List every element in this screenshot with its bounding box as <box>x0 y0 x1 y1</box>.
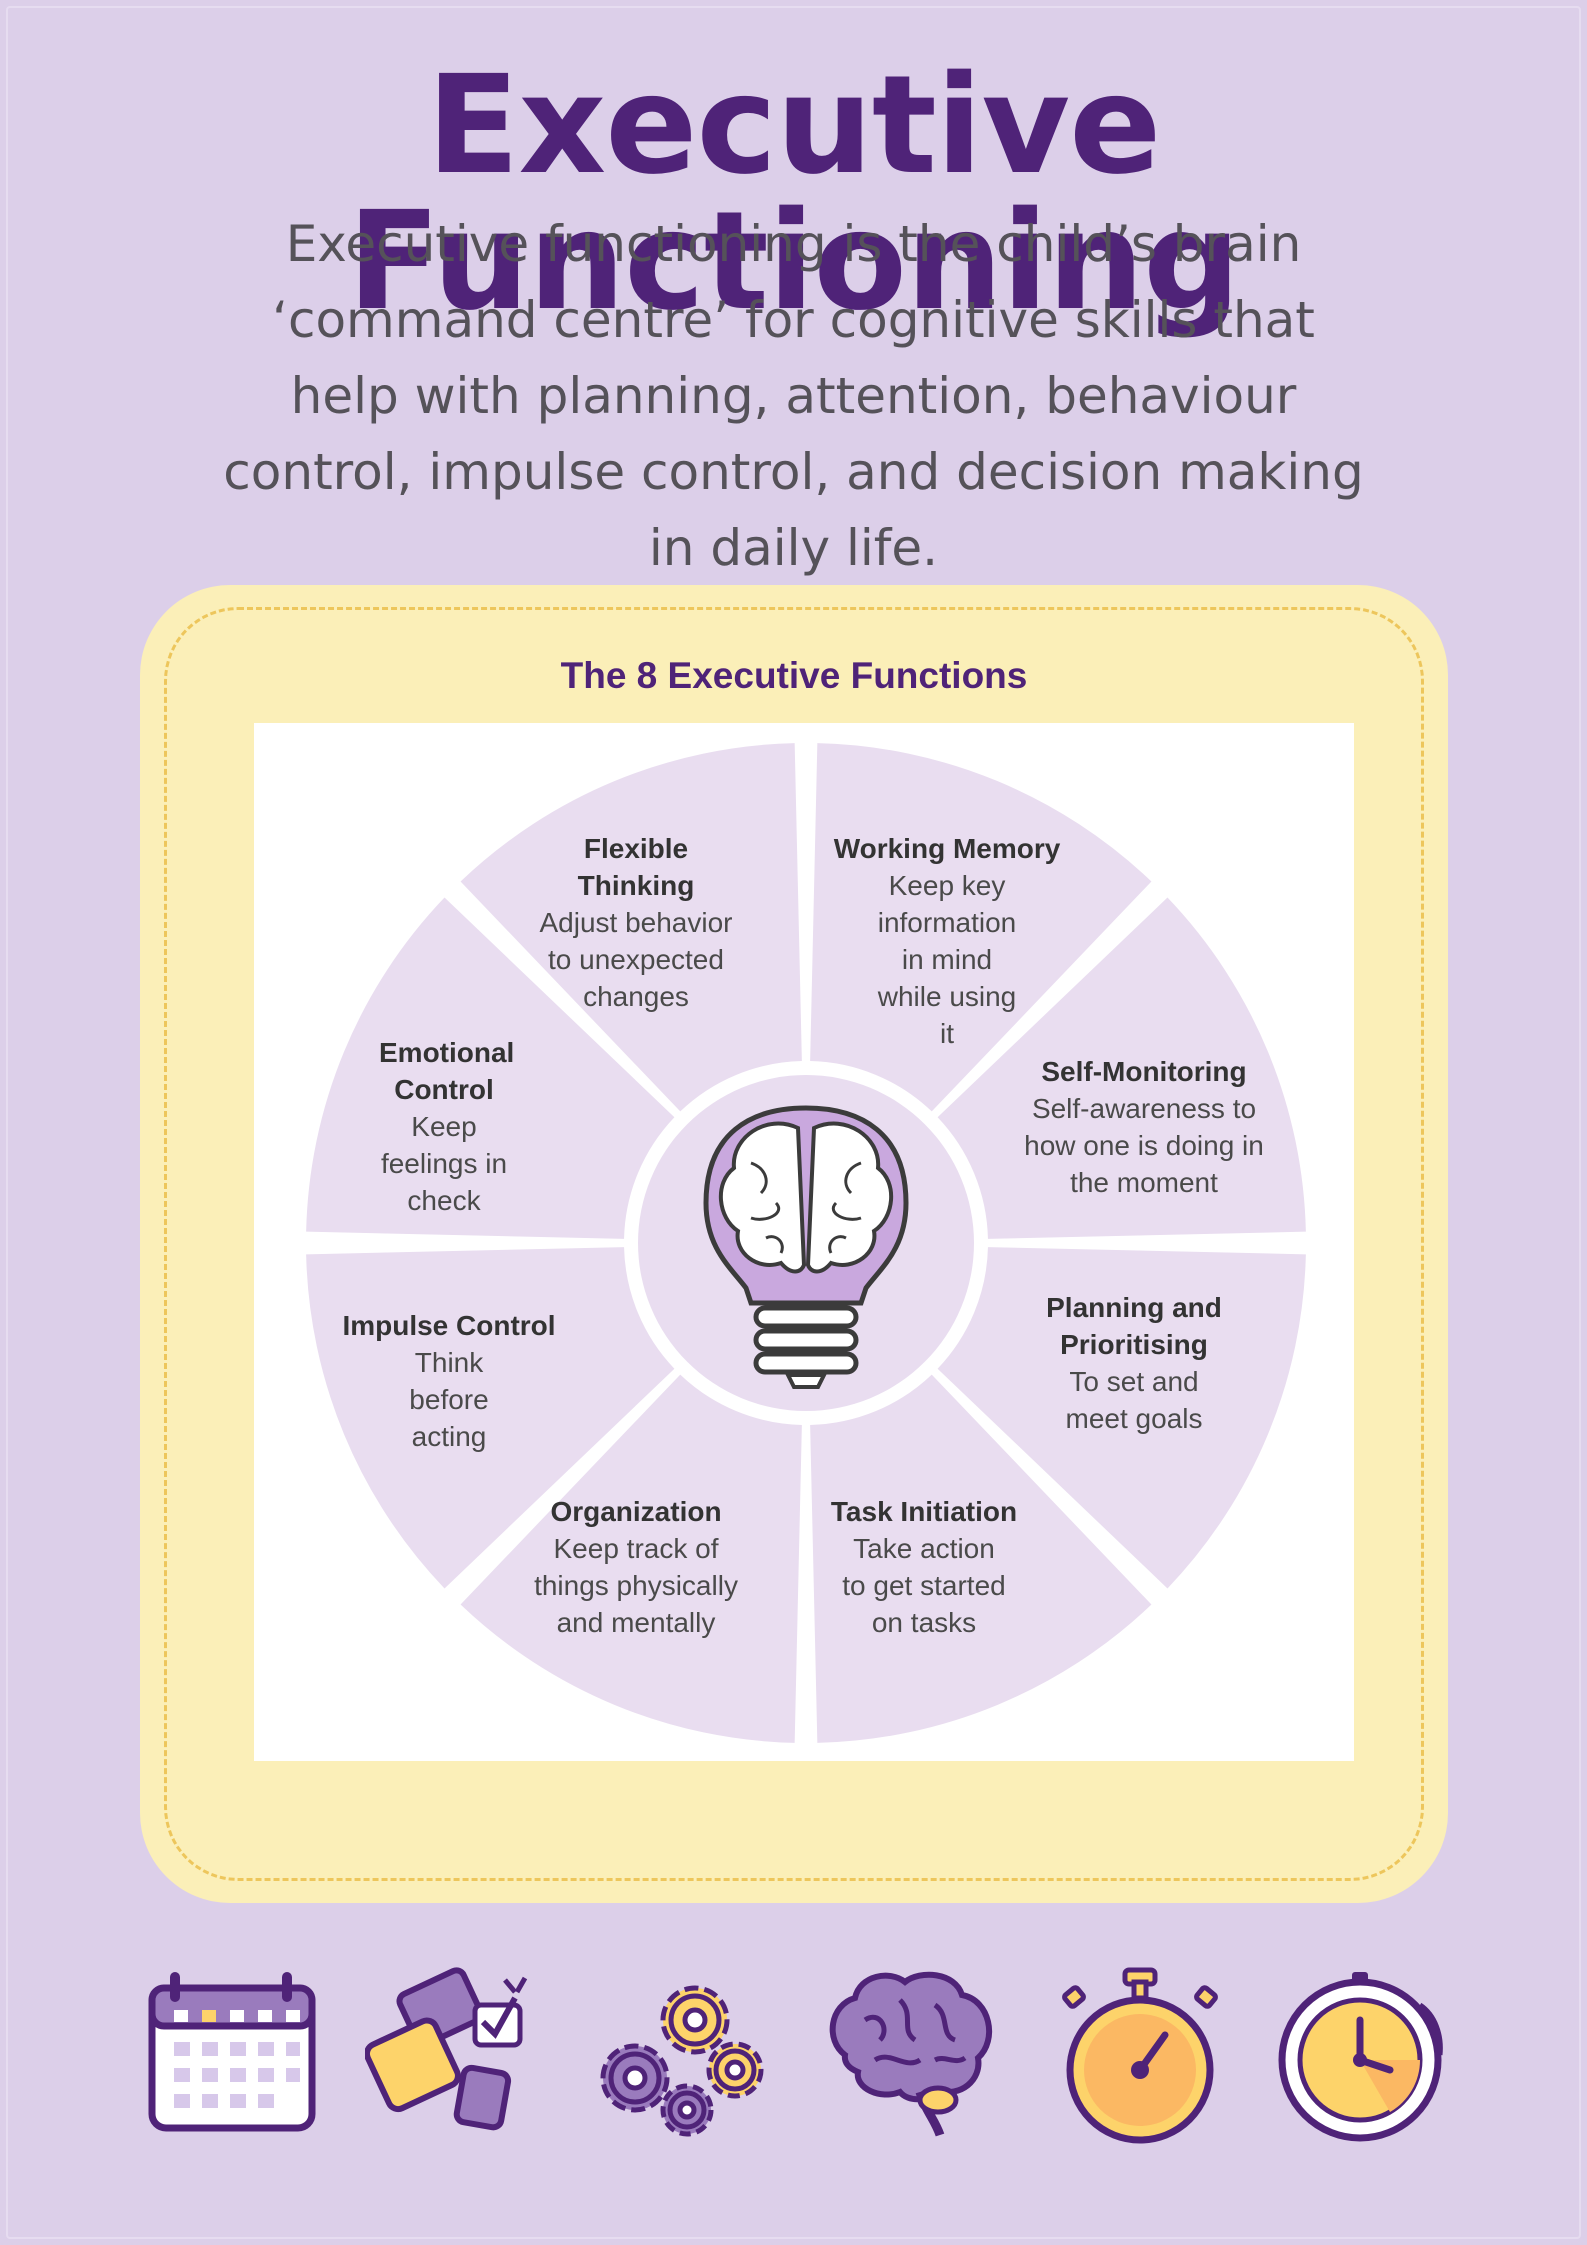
function-impulse-control: Impulse Control Think before acting <box>339 1307 559 1455</box>
function-name: Impulse Control <box>342 1310 556 1341</box>
function-name: Working Memory <box>833 833 1061 864</box>
function-working-memory: Working Memory Keep key information in m… <box>822 830 1072 1052</box>
wheel-segment-task-initiation <box>810 1374 1152 1743</box>
wheel-segment-self-monitoring <box>937 897 1306 1239</box>
function-name: Emotional Control <box>379 1037 515 1105</box>
function-name: Organization <box>550 1496 722 1527</box>
gears-icon <box>595 1960 775 2150</box>
calendar-icon <box>140 1960 320 2150</box>
function-name: Flexible Thinking <box>577 833 695 901</box>
function-organization: Organization Keep track of things physic… <box>526 1493 746 1641</box>
function-description: Keep track of things physically and ment… <box>534 1533 738 1638</box>
page-title: Executive Functioning <box>347 47 1240 341</box>
lightbulb-brain-icon <box>703 1105 909 1389</box>
organizing-blocks-icon <box>363 1960 545 2150</box>
card-title: The 8 Executive Functions <box>560 655 1028 696</box>
function-self-monitoring: Self-Monitoring Self-awareness to how on… <box>1014 1053 1274 1201</box>
function-name: Self-Monitoring <box>1041 1056 1247 1087</box>
function-flexible-thinking: Flexible Thinking Adjust behavior to une… <box>526 830 746 1015</box>
wheel-segment-emotional-control <box>306 897 675 1239</box>
function-task-initiation: Task Initiation Take action to get start… <box>814 1493 1034 1641</box>
function-planning-prioritising: Planning and Prioritising To set and mee… <box>1024 1289 1244 1437</box>
function-description: To set and meet goals <box>1065 1366 1203 1434</box>
function-description: Take action to get started on tasks <box>842 1533 1006 1638</box>
function-description: Keep key information in mind while using… <box>877 870 1017 1049</box>
wheel-segment-impulse-control <box>306 1247 675 1589</box>
card-dashed-border <box>164 607 1424 1881</box>
wheel-segment-working-memory <box>810 743 1152 1112</box>
stopwatch-icon <box>1050 1960 1230 2150</box>
wheel-segment-organization <box>460 1374 802 1743</box>
clock-icon <box>1270 1960 1450 2150</box>
wheel-segment-flexible-thinking <box>460 743 802 1112</box>
intro-text: Executive functioning is the child’s bra… <box>223 215 1364 577</box>
brain-icon <box>820 1960 1000 2150</box>
function-name: Task Initiation <box>830 1496 1018 1527</box>
function-description: Self-awareness to how one is doing in th… <box>1024 1093 1264 1198</box>
functions-card: The 8 Executive Functions Flexible Thin <box>140 585 1448 1903</box>
wheel-segment-planning-and-prioritising <box>937 1247 1306 1589</box>
functions-wheel <box>306 743 1306 1743</box>
function-description: Adjust behavior to unexpected changes <box>539 907 733 1012</box>
function-name: Planning and Prioritising <box>1046 1292 1222 1360</box>
function-emotional-control: Emotional Control Keep feelings in check <box>354 1034 534 1219</box>
function-description: Think before acting <box>409 1347 489 1452</box>
function-description: Keep feelings in check <box>380 1111 508 1216</box>
functions-diagram: Flexible Thinking Adjust behavior to une… <box>254 723 1354 1761</box>
bottom-icons-row <box>0 1960 1587 2150</box>
